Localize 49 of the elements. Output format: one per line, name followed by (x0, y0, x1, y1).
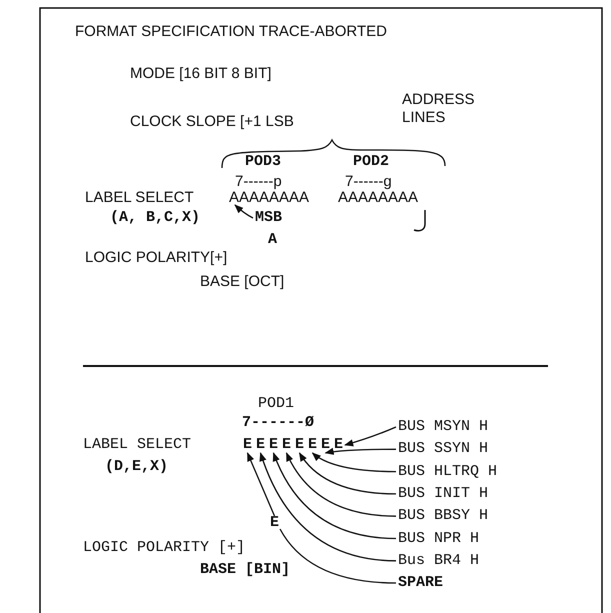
bit-letter: E (334, 436, 344, 454)
leader-line (272, 452, 396, 540)
signal-name: BUS INIT H (398, 484, 488, 503)
signal-name: Bus BR4 H (398, 552, 480, 570)
bit-letter: E (243, 436, 252, 454)
leader-line (246, 452, 276, 516)
pod-label: POD2 (353, 153, 390, 171)
signal-name: SPARE (398, 574, 444, 592)
field-name: LABEL SELECT (85, 189, 194, 207)
leader-line (286, 452, 396, 517)
leader-line (344, 426, 396, 446)
clock-slope-setting: CLOCK SLOPE [+1 LSB (130, 113, 294, 131)
bus-note: ADDRESS LINES (402, 91, 472, 127)
leader-line (234, 204, 254, 219)
leader-line (279, 528, 396, 584)
label-letter: A (268, 231, 278, 249)
leader-line (260, 452, 396, 562)
polarity-setting: LOGIC POLARITY [+] (83, 539, 246, 557)
signal-name: BUS BBSY H (398, 507, 488, 526)
pod-label: POD1 (258, 395, 294, 413)
msb-label: MSB (255, 209, 282, 227)
bit-letter: E (321, 436, 330, 454)
label-letters: AAAAAAAA (229, 189, 310, 207)
bit-range: 7------Ø (242, 414, 314, 432)
bit-range: 7------g (345, 173, 392, 191)
base-setting: BASE [OCT] (200, 273, 284, 291)
leader-line (298, 452, 396, 495)
bit-letter: E (282, 436, 292, 454)
polarity-setting: LOGIC POLARITY[+] (85, 249, 228, 267)
leader-line (324, 448, 396, 456)
mode-setting: MODE [16 BIT 8 BIT] (130, 65, 272, 83)
field-name: LABEL SELECT (83, 436, 192, 454)
base-setting: BASE [BIN] (200, 561, 290, 579)
label-options: (D,E,X) (105, 458, 168, 476)
signal-name: BUS SSYN H (398, 440, 488, 458)
bit-letter: E (308, 436, 318, 454)
leader-line (312, 452, 396, 472)
bit-letter: E (256, 436, 266, 454)
label-letters: AAAAAAAA (338, 189, 418, 207)
pod-label: POD3 (245, 153, 282, 171)
title: FORMAT SPECIFICATION TRACE-ABORTED (75, 23, 387, 41)
bit-range: 7------p (235, 173, 282, 191)
signal-name: BUS HLTRQ H (398, 462, 498, 481)
bit-letter: E (269, 436, 278, 454)
signal-name: BUS MSYN H (398, 418, 488, 436)
label-options: (A, B,C,X) (110, 209, 200, 227)
label-letter: E (270, 514, 280, 532)
signal-name: BUS NPR H (398, 530, 480, 548)
bit-letter: E (295, 436, 304, 454)
